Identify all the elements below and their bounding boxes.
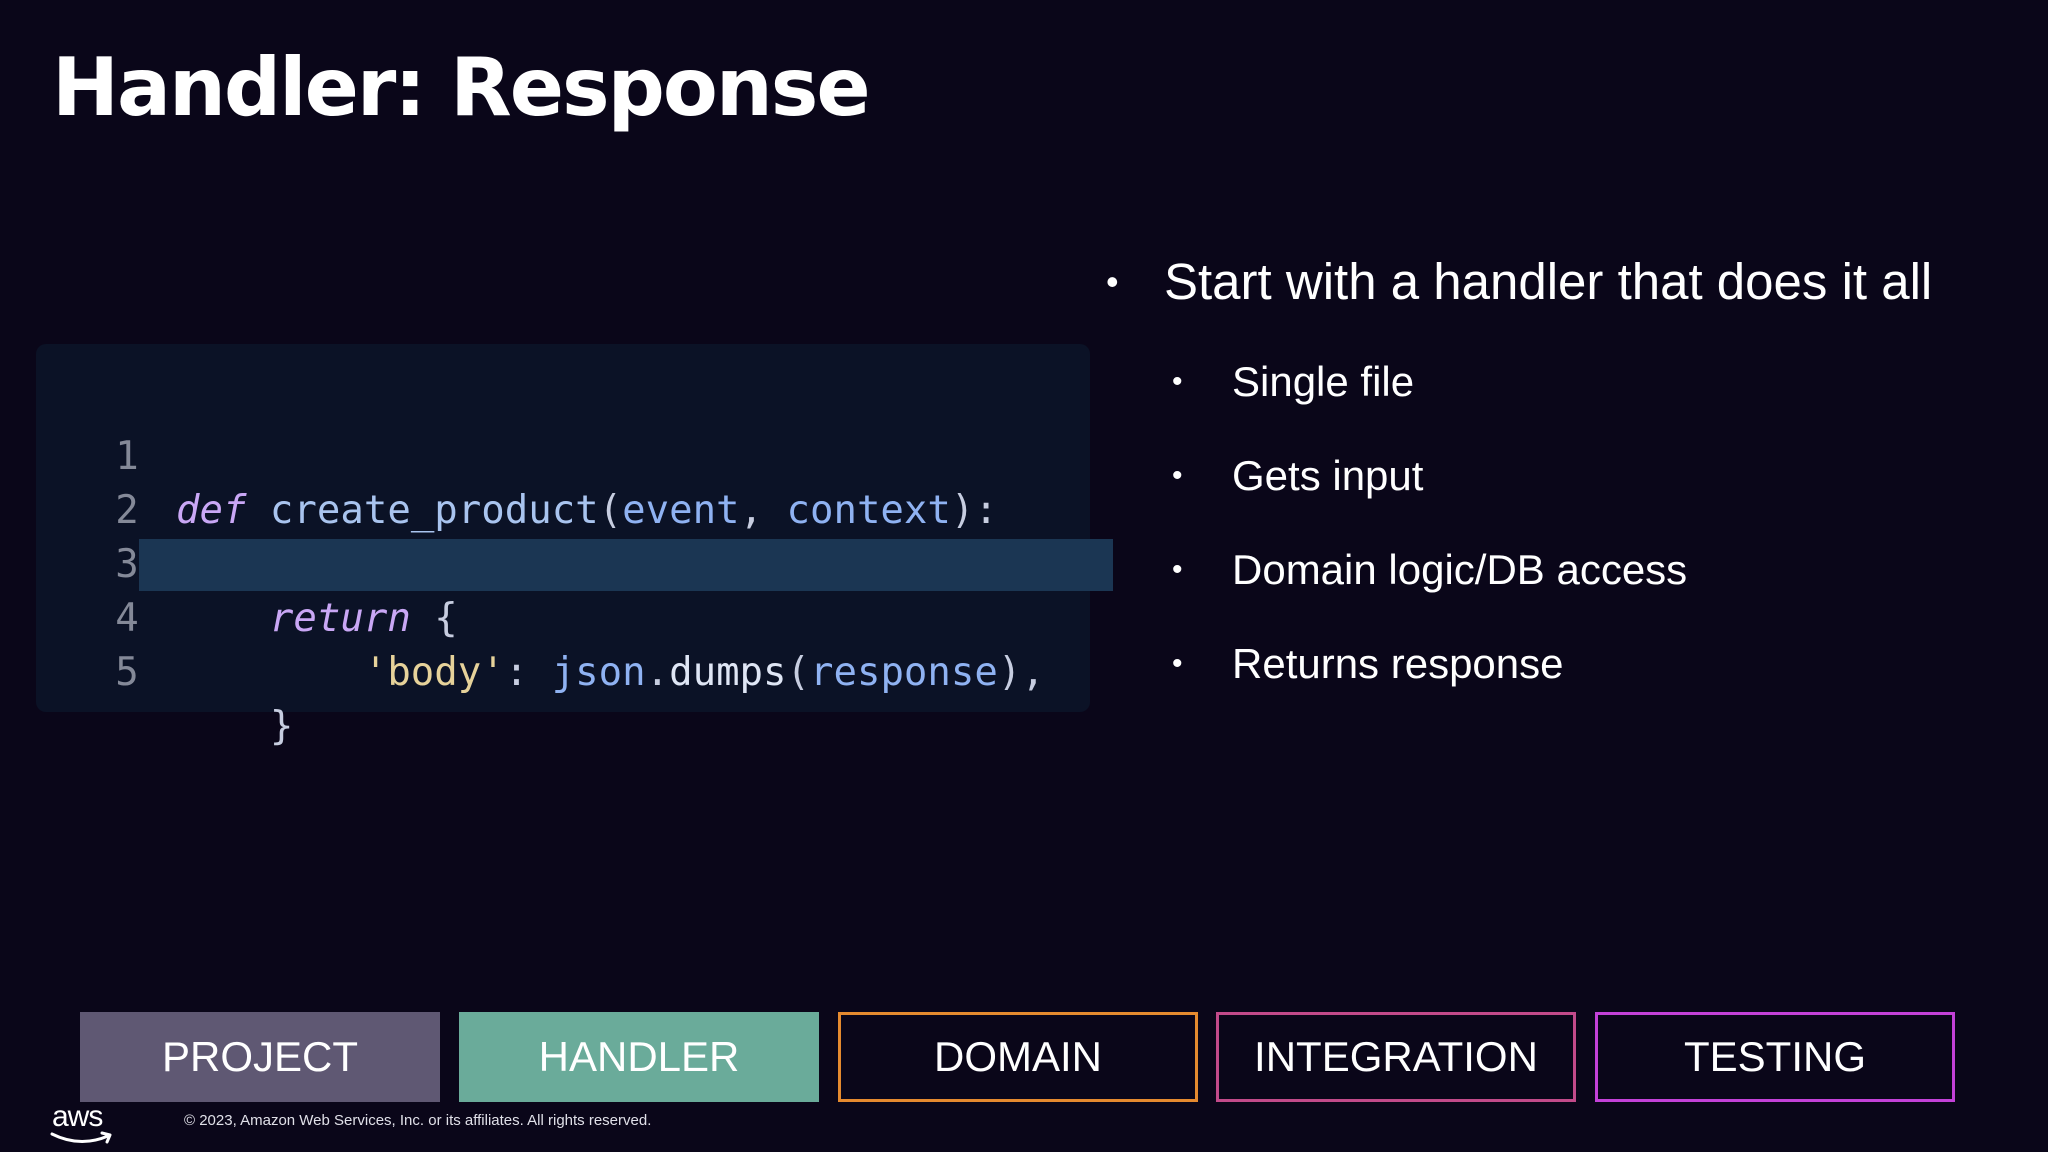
tab-project[interactable]: PROJECT [80, 1012, 440, 1102]
copyright-text: © 2023, Amazon Web Services, Inc. or its… [184, 1112, 652, 1129]
code-text: } [269, 704, 294, 749]
bullet-dot: • [1106, 261, 1119, 302]
line-number: 5 [115, 650, 139, 695]
sub-bullet-text: Domain logic/DB access [1232, 546, 1688, 593]
code-text: return { [269, 596, 458, 641]
code-line-1: 1 def create_product(event, context): [36, 376, 1090, 533]
sub-bullet-text: Single file [1232, 358, 1415, 405]
code-line-3: 3 return { [36, 484, 1090, 641]
code-text: 'body': json.dumps(response), [363, 650, 1045, 695]
slide-title: Handler: Response [52, 41, 871, 134]
aws-logo: aws [50, 1100, 120, 1148]
code-text: def create_product(event, context): [176, 488, 998, 533]
code-line-5: 5 } [36, 592, 1090, 749]
line-number: 2 [115, 488, 139, 533]
sub-bullet-text: Returns response [1232, 640, 1564, 687]
bullet-dot: • [1172, 365, 1183, 398]
aws-smile-icon [50, 1131, 112, 1144]
aws-wordmark: aws [52, 1100, 103, 1133]
tab-handler[interactable]: HANDLER [459, 1012, 819, 1102]
line-number: 4 [115, 596, 139, 641]
code-line-4-highlighted: 4 'body': json.dumps(response), [36, 538, 1113, 695]
bullet-dot: • [1172, 459, 1183, 492]
bullet-dot: • [1172, 553, 1183, 586]
tab-testing[interactable]: TESTING [1595, 1012, 1955, 1102]
code-line-2: 2 response = {'id': product_id} [36, 430, 1090, 587]
line-number: 3 [115, 542, 139, 587]
sub-bullet-text: Gets input [1232, 452, 1424, 499]
tab-integration[interactable]: INTEGRATION [1216, 1012, 1576, 1102]
tab-domain[interactable]: DOMAIN [838, 1012, 1198, 1102]
line-number: 1 [115, 434, 139, 479]
bullet-main-text: Start with a handler that does it all [1164, 253, 1933, 310]
code-panel: 1 def create_product(event, context): 2 … [36, 344, 1113, 749]
bullet-dot: • [1172, 647, 1183, 680]
